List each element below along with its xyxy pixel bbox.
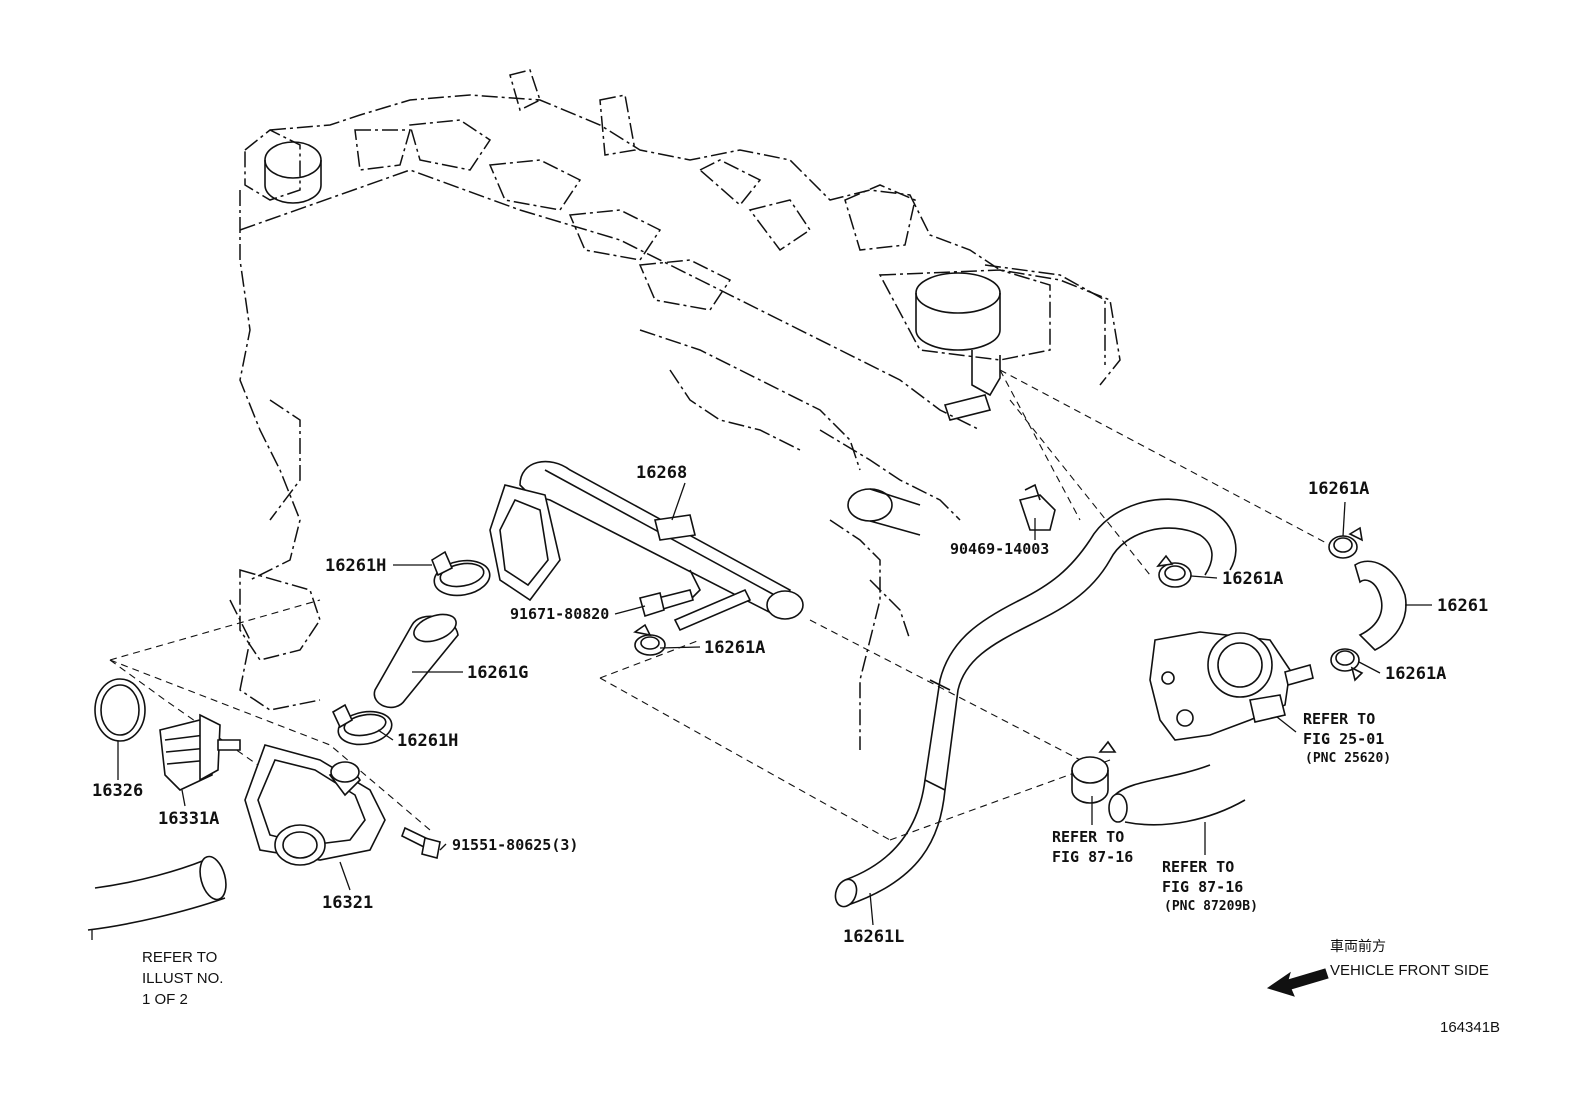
label-16261H-bottom: 16261H <box>397 731 458 751</box>
clamp-16261H-bottom <box>331 703 393 746</box>
svg-text:REFER TO: REFER TO <box>1162 858 1234 876</box>
thermostat-16331A <box>159 713 241 791</box>
label-16261G: 16261G <box>467 663 528 683</box>
svg-text:1 OF 2: 1 OF 2 <box>142 991 188 1008</box>
part-labels: 16268 16261H 16261G 16261H 91671-80820 1… <box>92 463 1488 947</box>
ref-fig87a: REFER TO FIG 87-16 <box>1052 828 1133 866</box>
svg-text:FIG 87-16: FIG 87-16 <box>1052 848 1133 866</box>
engine-details <box>264 141 1001 536</box>
svg-text:FIG 87-16: FIG 87-16 <box>1162 878 1243 896</box>
label-16261A-right-top: 16261A <box>1308 479 1369 499</box>
leader-lines <box>91 482 1432 940</box>
svg-text:REFER TO: REFER TO <box>1052 828 1124 846</box>
clamp-90469 <box>1018 483 1056 531</box>
water-inlet-16321 <box>244 744 386 866</box>
label-16261A-right-bottom: 16261A <box>1385 664 1446 684</box>
svg-text:(PNC 25620): (PNC 25620) <box>1305 751 1391 766</box>
clamp-16261A-right-top <box>1328 526 1364 559</box>
bolt-91551 <box>400 826 441 859</box>
arrow-left-icon <box>1266 968 1329 997</box>
label-16261H-top: 16261H <box>325 556 386 576</box>
clamp-fig87 <box>1071 740 1117 804</box>
label-16261A-center: 16261A <box>1222 569 1283 589</box>
ref-fig25: REFER TO FIG 25-01 (PNC 25620) <box>1303 710 1391 766</box>
label-91551-80625: 91551-80625(3) <box>452 836 578 854</box>
svg-text:ILLUST NO.: ILLUST NO. <box>142 970 223 987</box>
svg-text:FIG 25-01: FIG 25-01 <box>1303 730 1384 748</box>
svg-text:REFER TO: REFER TO <box>1303 710 1375 728</box>
engine-outline <box>229 69 1121 750</box>
label-16326: 16326 <box>92 781 143 801</box>
vehicle-front-indicator: 車両前方 VEHICLE FRONT SIDE <box>1266 938 1489 997</box>
label-16268: 16268 <box>636 463 687 483</box>
label-16331A: 16331A <box>158 809 219 829</box>
hose-16261G <box>373 613 459 709</box>
clamp-16261A-right-bottom <box>1330 648 1364 682</box>
ref-fig87b: REFER TO FIG 87-16 (PNC 87209B) <box>1162 858 1258 914</box>
gasket-16326 <box>94 678 146 742</box>
hose-16261L <box>834 498 1237 908</box>
label-90469-14003: 90469-14003 <box>950 540 1049 558</box>
clamp-16261A-center <box>1156 554 1192 588</box>
label-91671-80820: 91671-80820 <box>510 605 609 623</box>
label-16261: 16261 <box>1437 596 1488 616</box>
illustration-number: 164341B <box>1440 1019 1500 1036</box>
direction-japanese: 車両前方 <box>1330 938 1386 955</box>
bypass-pipe-16268 <box>489 460 804 632</box>
hose-ref-fig87 <box>1108 764 1246 826</box>
ref-illust: REFER TO ILLUST NO. 1 OF 2 <box>142 949 223 1008</box>
bolt-91671 <box>639 589 694 618</box>
throttle-body <box>1149 631 1314 741</box>
svg-text:REFER TO: REFER TO <box>142 949 217 966</box>
label-16261A-mid: 16261A <box>704 638 765 658</box>
hose-16261 <box>1354 560 1407 651</box>
svg-text:(PNC 87209B): (PNC 87209B) <box>1164 899 1258 914</box>
direction-english: VEHICLE FRONT SIDE <box>1330 962 1489 979</box>
clamp-16261A-mid <box>633 623 666 656</box>
radiator-hose-left <box>87 855 227 931</box>
clamp-16261H-top <box>431 550 491 597</box>
label-16321: 16321 <box>322 893 373 913</box>
label-16261L: 16261L <box>843 927 904 947</box>
